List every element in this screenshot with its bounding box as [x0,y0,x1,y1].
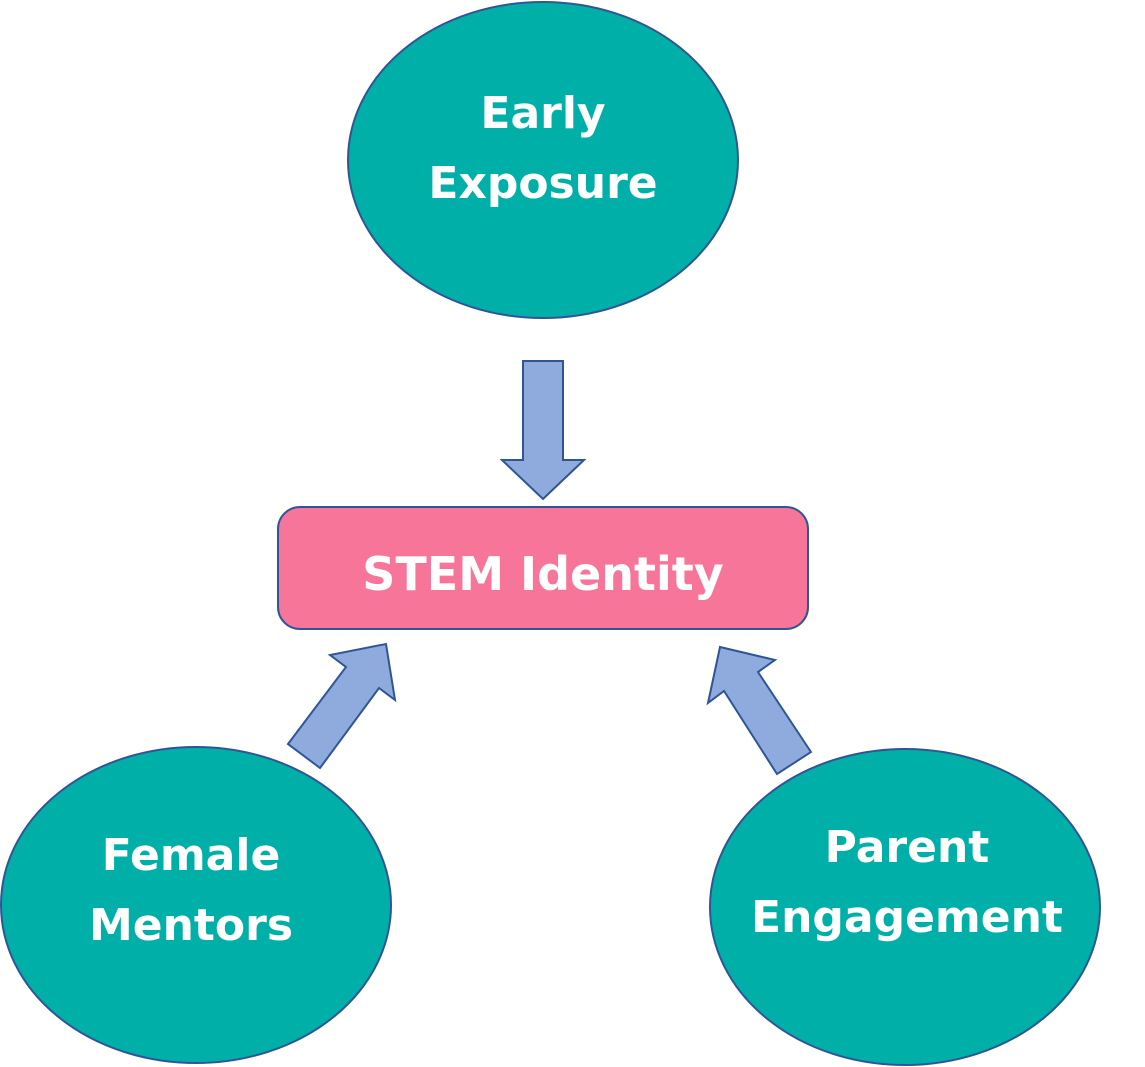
stem-identity-label: STEM Identity [362,547,723,601]
parent-engagement-line1: Parent [825,822,990,873]
early-exposure-ellipse [347,1,739,319]
early-exposure-line2: Exposure [428,158,657,209]
female-mentors-line1: Female [102,830,281,881]
female-mentors-line2: Mentors [89,900,293,951]
female-mentors-ellipse [0,746,392,1064]
node-early-exposure: Early Exposure [347,1,739,319]
arrow-up-left-icon [706,645,813,776]
node-female-mentors: Female Mentors [0,746,392,1064]
stem-identity-box [277,506,809,630]
arrow-down-icon [499,360,587,501]
node-stem-identity: STEM Identity [277,506,809,630]
node-parent-engagement: Parent Engagement [709,748,1101,1066]
parent-engagement-ellipse [709,748,1101,1066]
arrow-up-right-icon [286,642,397,770]
early-exposure-line1: Early [480,88,605,139]
parent-engagement-line2: Engagement [751,892,1063,943]
